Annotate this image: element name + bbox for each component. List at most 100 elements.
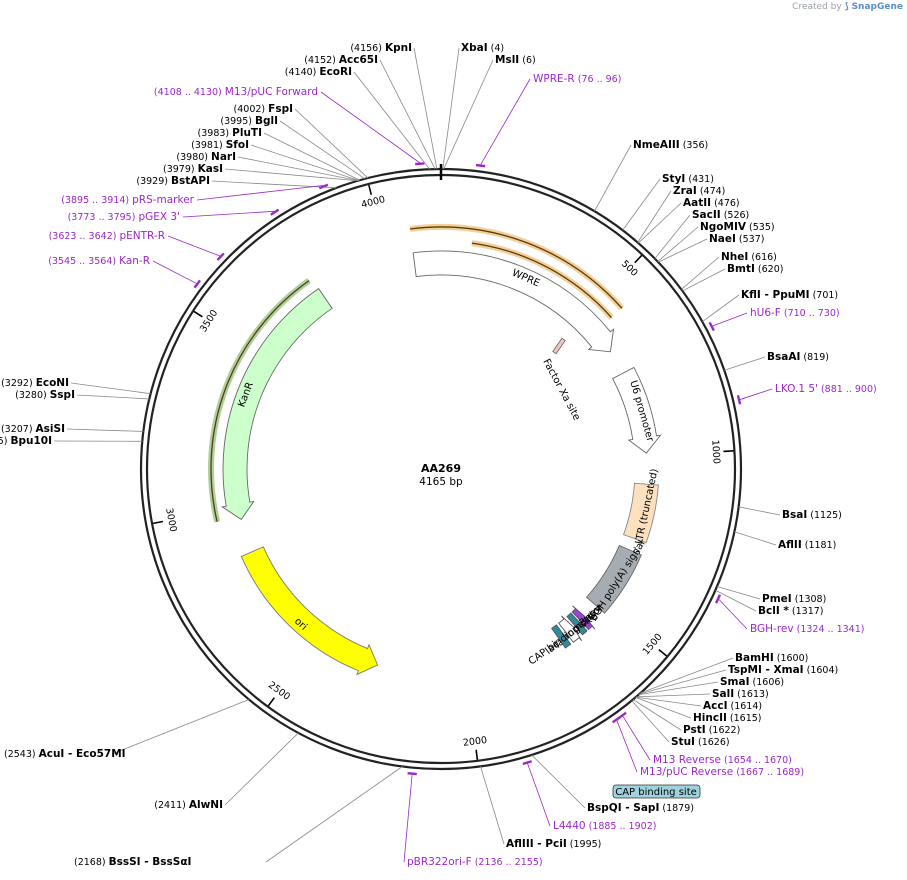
site-pos: (1181) (802, 540, 837, 551)
site-pos: (3929) (136, 176, 171, 187)
site-label-smai: SmaI (1606) (720, 676, 784, 688)
site-pos: (4) (488, 43, 504, 54)
orf-line-1 (471, 242, 612, 319)
site-line-13 (622, 178, 661, 231)
primer-line-10 (182, 210, 275, 218)
tick-1000 (723, 449, 734, 453)
site-labels: (4156) KpnI(4152) Acc65I(4140) EcoRIXbaI… (0, 42, 842, 868)
site-pos: - SapI (622, 802, 660, 814)
site-label-aflii: AflII (1181) (778, 539, 836, 551)
site-pos: (616) (748, 252, 777, 263)
primer-line-7 (403, 774, 413, 863)
site-pos: (1613) (734, 689, 769, 700)
site-line-41 (66, 428, 144, 432)
primer-range: (76 .. 96) (575, 74, 622, 85)
site-pos: (1626) (695, 737, 730, 748)
primer-line-3 (718, 599, 748, 630)
plasmid-backbone (139, 164, 743, 771)
site-line-23 (738, 506, 781, 516)
primer-label-bgh-rev: BGH-rev (1324 .. 1341) (750, 623, 864, 635)
site-line-11 (211, 180, 337, 189)
primer-range: (3545 .. 3564) (48, 256, 119, 267)
primer-mark-0 (475, 163, 486, 168)
primer-line-2 (739, 388, 773, 400)
site-pos: (6) (519, 55, 535, 66)
primer-label-l4440: L4440 (1885 .. 1902) (553, 820, 656, 832)
site-pos: (356) (680, 140, 709, 151)
site-enzyme: AlwNI (189, 799, 223, 811)
site-pos: (1614) (727, 701, 762, 712)
feature-kanr (221, 287, 333, 520)
primer-line-0 (480, 78, 531, 165)
primer-label-hu6-f: hU6-F (710 .. 730) (750, 307, 840, 319)
snapgene-brand-text: SnapGene (851, 2, 903, 12)
site-pos: (537) (736, 234, 765, 245)
site-line-34 (631, 700, 670, 743)
primer-range: (1654 .. 1670) (721, 755, 792, 766)
site-pos: (1606) (750, 677, 785, 688)
primer-mark-3 (714, 594, 722, 604)
primer-range: (710 .. 730) (781, 308, 840, 319)
site-enzyme: BmtI (727, 263, 755, 275)
primer-label-pgex-3-: (3773 .. 3795) pGEX 3' (68, 211, 180, 223)
site-label-bspqi: BspQI - SapI (1879) (587, 802, 694, 814)
site-pos: (819) (800, 352, 829, 363)
site-label-nari: (3980) NarI (176, 151, 236, 163)
primer-range: (3623 .. 3642) (49, 231, 120, 242)
tick-3000 (152, 520, 164, 525)
tick-label-3500: 3500 (198, 308, 220, 334)
feature-lac-operator (566, 612, 588, 636)
primer-label-m13-reverse: M13 Reverse (1654 .. 1670) (653, 754, 792, 766)
site-label-nhei: NheI (616) (721, 251, 777, 263)
tick-2500 (267, 697, 275, 707)
site-pos: (3292) (1, 378, 36, 389)
site-enzyme: AsiSI (36, 423, 65, 435)
site-line-8 (250, 144, 359, 181)
feature-lac-promoter (558, 615, 583, 643)
tick-label-1500: 1500 (641, 632, 665, 658)
site-line-27 (640, 657, 734, 694)
primer-range: (1667 .. 1689) (733, 767, 804, 778)
snapgene-watermark: Created by ⟆ SnapGene (792, 2, 903, 12)
site-pos-2: (1995) (567, 839, 602, 850)
site-enzyme: NheI (721, 251, 748, 263)
site-label-nmeaiii: NmeAIII (356) (633, 139, 708, 151)
site-label-kfli: KflI - PpuMI (701) (741, 289, 838, 301)
site-line-18 (658, 238, 708, 263)
site-pos: (1622) (706, 725, 741, 736)
site-enzyme: KflI (741, 289, 761, 301)
site-line-15 (638, 202, 682, 244)
primer-label-pbr322ori-f: pBR322ori-F (2136 .. 2155) (407, 856, 543, 868)
site-enzyme: SalI (712, 688, 734, 700)
primer-name: WPRE-R (533, 73, 575, 85)
site-enzyme: PmeI (762, 593, 792, 605)
orf-line-0 (409, 226, 623, 309)
site-line-42 (76, 394, 150, 400)
primer-name: pENTR-R (119, 230, 165, 242)
site-pos-2: (701) (810, 290, 839, 301)
primer-name: L4440 (553, 820, 586, 832)
primer-name: M13/pUC Forward (225, 86, 318, 98)
primer-name: Kan-R (119, 255, 150, 267)
site-pos: (1125) (807, 510, 842, 521)
tick-label-1000: 1000 (709, 439, 721, 464)
site-pos: (3185) (0, 436, 10, 447)
site-pos: - PpuMI (761, 289, 810, 301)
site-label-ecori: (4140) EcoRI (285, 66, 352, 78)
site-pos: (4002) (234, 104, 269, 115)
orf-layer (208, 224, 625, 523)
site-pos: (3280) (15, 390, 50, 401)
feature-m13-rev (571, 605, 596, 631)
site-label-alwni: (2411) AlwNI (154, 799, 223, 811)
site-label-kasi: (3979) KasI (163, 163, 223, 175)
primer-line-1 (712, 312, 748, 327)
site-enzyme: MslI (495, 54, 519, 66)
site-pos: (2543) (4, 749, 39, 760)
site-pos: (1317) (789, 606, 824, 617)
primer-mark-5 (611, 716, 621, 724)
site-label-acc65i: (4152) Acc65I (304, 54, 378, 66)
primer-mark-8 (193, 279, 201, 289)
site-label-hincii: HincII (1615) (693, 712, 762, 724)
site-label-econi: (3292) EcoNI (1, 377, 69, 389)
tick-label-3000: 3000 (163, 507, 178, 533)
